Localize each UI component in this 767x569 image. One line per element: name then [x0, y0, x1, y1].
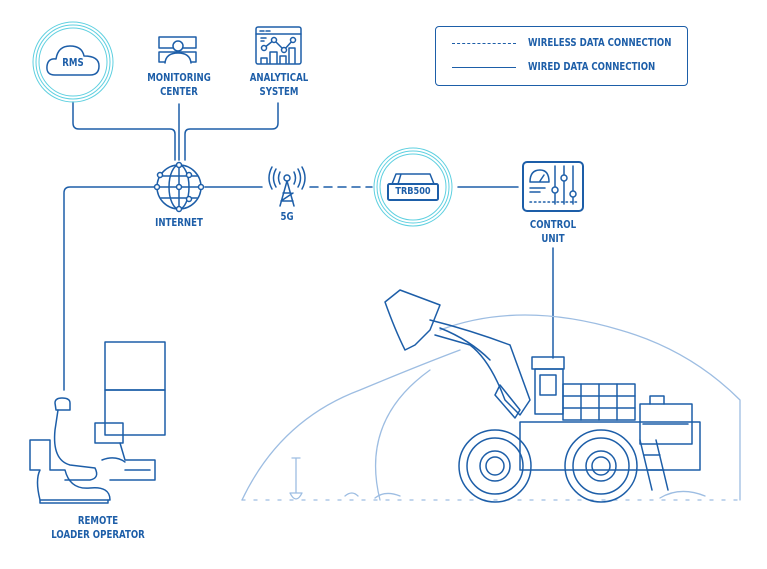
- legend-wired-text: WIRED DATA CONNECTION: [528, 61, 656, 73]
- trb500-label: TRB500: [395, 186, 431, 197]
- terrain-outline: [241, 314, 741, 501]
- legend-wireless-text: WIRELESS DATA CONNECTION: [528, 37, 672, 49]
- control-unit-label-line2: UNIT: [541, 233, 565, 245]
- analytical-system-icon: [255, 26, 302, 65]
- connection-lines: [63, 101, 554, 391]
- legend: WIRELESS DATA CONNECTION WIRED DATA CONN…: [435, 26, 688, 86]
- trb500-router-icon: [373, 147, 453, 227]
- control-unit-label: CONTROL UNIT: [520, 218, 586, 246]
- remote-operator-label: REMOTE LOADER OPERATOR: [49, 514, 147, 542]
- control-unit-icon: [522, 161, 584, 212]
- legend-item-wireless: WIRELESS DATA CONNECTION: [452, 37, 703, 49]
- analytical-system-label-line1: ANALYTICAL: [249, 72, 309, 84]
- remote-operator-station-illustration: [29, 341, 166, 504]
- monitoring-center-icon: [158, 36, 197, 64]
- remote-operator-label-line2: LOADER OPERATOR: [51, 529, 145, 541]
- remote-operator-label-line1: REMOTE: [77, 515, 119, 527]
- 5g-tower-icon: [268, 166, 306, 207]
- monitoring-center-label-line2: CENTER: [160, 86, 198, 98]
- solid-line-icon: [452, 66, 516, 68]
- internet-globe-icon: [153, 161, 205, 213]
- analytical-system-label: ANALYTICAL SYSTEM: [245, 71, 312, 99]
- monitoring-center-label-line1: MONITORING: [147, 72, 211, 84]
- analytical-system-label-line2: SYSTEM: [259, 86, 299, 98]
- rms-cloud-icon: [32, 21, 114, 103]
- dashed-line-icon: [452, 42, 516, 44]
- internet-label: INTERNET: [155, 217, 203, 229]
- legend-item-wired: WIRED DATA CONNECTION: [452, 61, 683, 73]
- rms-label: RMS: [62, 57, 84, 69]
- control-unit-label-line1: CONTROL: [529, 219, 577, 231]
- wheel-loader-illustration: [384, 289, 701, 503]
- monitoring-center-label: MONITORING CENTER: [145, 71, 212, 99]
- 5g-label: 5G: [280, 211, 294, 223]
